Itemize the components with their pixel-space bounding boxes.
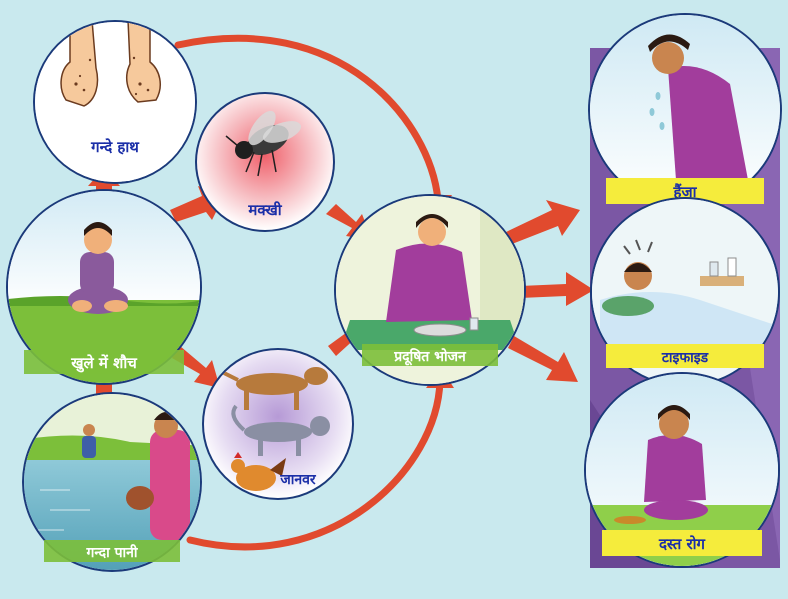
node-dirty-water: गन्दा पानी [20, 390, 210, 580]
node-animals: जानवर [202, 348, 354, 500]
label-typhoid: टाइफाइड [661, 350, 709, 366]
label-diarrhea: दस्त रोग [658, 535, 706, 553]
node-dirty-hands: गन्दे हाथ [30, 20, 200, 190]
arrow-food-to-cholera [506, 200, 580, 244]
label-dirty-water: गन्दा पानी [85, 544, 138, 561]
node-disease-diarrhea: दस्त रोग [584, 372, 784, 585]
node-fly: मक्खी [195, 92, 335, 232]
label-fly: मक्खी [247, 201, 282, 219]
label-animals: जानवर [279, 472, 317, 488]
node-disease-cholera: हैंजा [588, 13, 782, 207]
label-contaminated-food: प्रदूषित भोजन [393, 348, 467, 366]
label-dirty-hands: गन्दे हाथ [90, 138, 140, 156]
dirty-hands-picture [30, 20, 200, 190]
vomiting-woman-picture [590, 15, 780, 205]
arrow-food-to-typhoid [520, 272, 594, 306]
arrow-food-to-diarrhea [508, 336, 578, 382]
label-open-defecation: खुले में शौच [70, 354, 138, 373]
